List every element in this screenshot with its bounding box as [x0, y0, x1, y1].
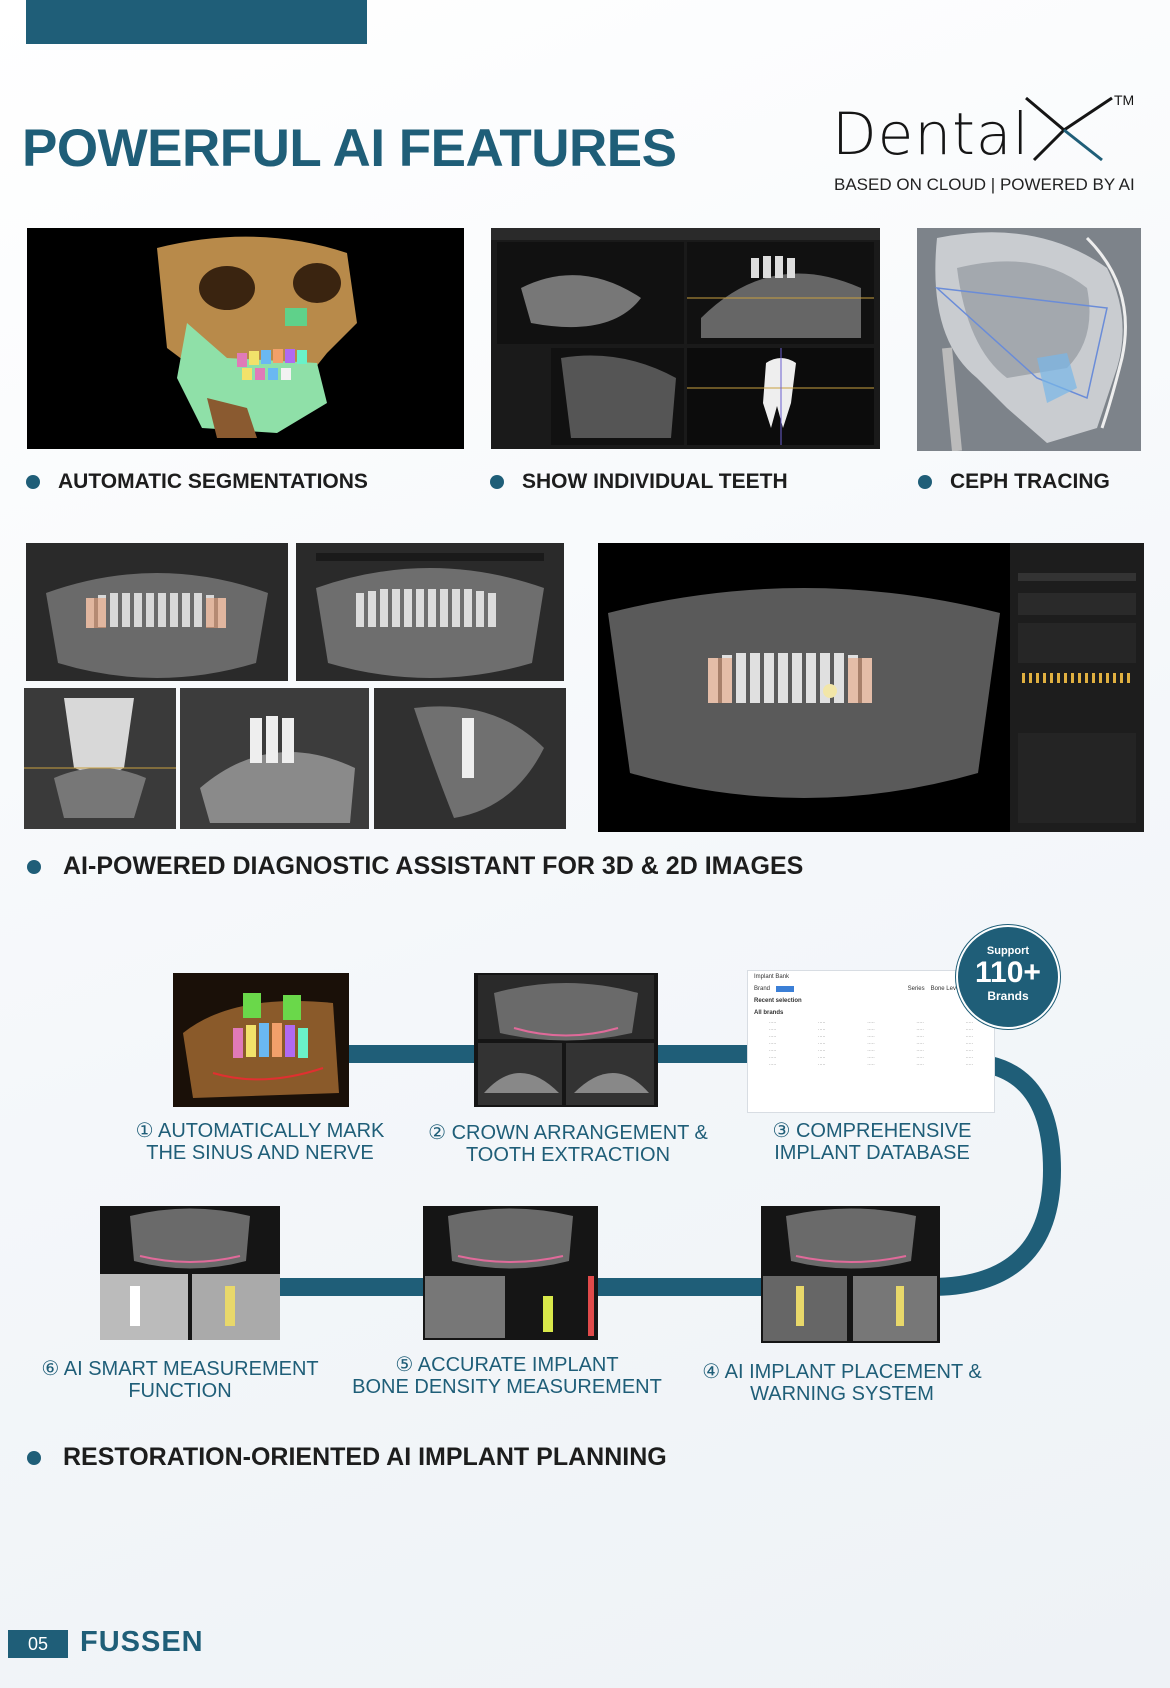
- logo-tagline: BASED ON CLOUD | POWERED BY AI: [834, 175, 1135, 194]
- implant-db-title: Implant Bank: [754, 974, 790, 980]
- step-label-2: ② CROWN ARRANGEMENT &TOOTH EXTRACTION: [428, 1122, 708, 1166]
- cbct-slice-image-2: [180, 688, 369, 829]
- feature-label-segmentation: AUTOMATIC SEGMENTATIONS: [26, 470, 368, 494]
- panoramic-xray-image-2: [296, 543, 564, 681]
- step-image-sinus-nerve: [173, 973, 349, 1107]
- brand-support-badge: Support 110+ Brands: [956, 925, 1060, 1029]
- bullet-dot: [27, 1450, 41, 1465]
- step-label-4: ④ AI IMPLANT PLACEMENT &WARNING SYSTEM: [702, 1361, 982, 1405]
- panoramic-analysis-software-image: [598, 543, 1144, 832]
- footer-brand: FUSSEN: [80, 1626, 204, 1658]
- step-image-smart-measurement: [100, 1206, 280, 1340]
- logo-wordmark: Dental: [832, 100, 1030, 168]
- step-image-implant-placement: [761, 1206, 940, 1343]
- bullet-dot: [27, 859, 41, 874]
- panoramic-xray-image-1: [26, 543, 288, 681]
- ceph-tracing-image: [917, 228, 1141, 451]
- diagnostic-assistant-label: AI-POWERED DIAGNOSTIC ASSISTANT FOR 3D &…: [27, 852, 803, 881]
- logo-trademark: TM: [1114, 92, 1135, 108]
- implant-planning-label: RESTORATION-ORIENTED AI IMPLANT PLANNING: [27, 1443, 667, 1472]
- bullet-dot: [490, 475, 504, 489]
- feature-label-ceph-tracing: CEPH TRACING: [918, 470, 1110, 494]
- cbct-slice-image-1: [24, 688, 176, 829]
- step-image-crown-arrangement: [474, 973, 658, 1107]
- segmentation-skull-image: [27, 228, 464, 449]
- page-title: POWERFUL AI FEATURES: [22, 119, 677, 178]
- logo-x-mark: [1025, 96, 1113, 162]
- page-number: 05: [8, 1630, 68, 1658]
- cbct-slice-image-3: [374, 688, 566, 829]
- implant-brand-grid: ························· ··············…: [768, 1020, 974, 1067]
- bullet-dot: [918, 475, 932, 489]
- dentalx-logo: Dental TM BASED ON CLOUD | POWERED BY AI: [832, 88, 1135, 198]
- feature-label-individual-teeth: SHOW INDIVIDUAL TEETH: [490, 470, 788, 494]
- bullet-dot: [26, 475, 40, 489]
- step-image-bone-density: [423, 1206, 598, 1340]
- brand-select[interactable]: [776, 986, 794, 992]
- individual-teeth-viewer-image: [491, 228, 880, 449]
- top-accent-bar: [26, 0, 367, 44]
